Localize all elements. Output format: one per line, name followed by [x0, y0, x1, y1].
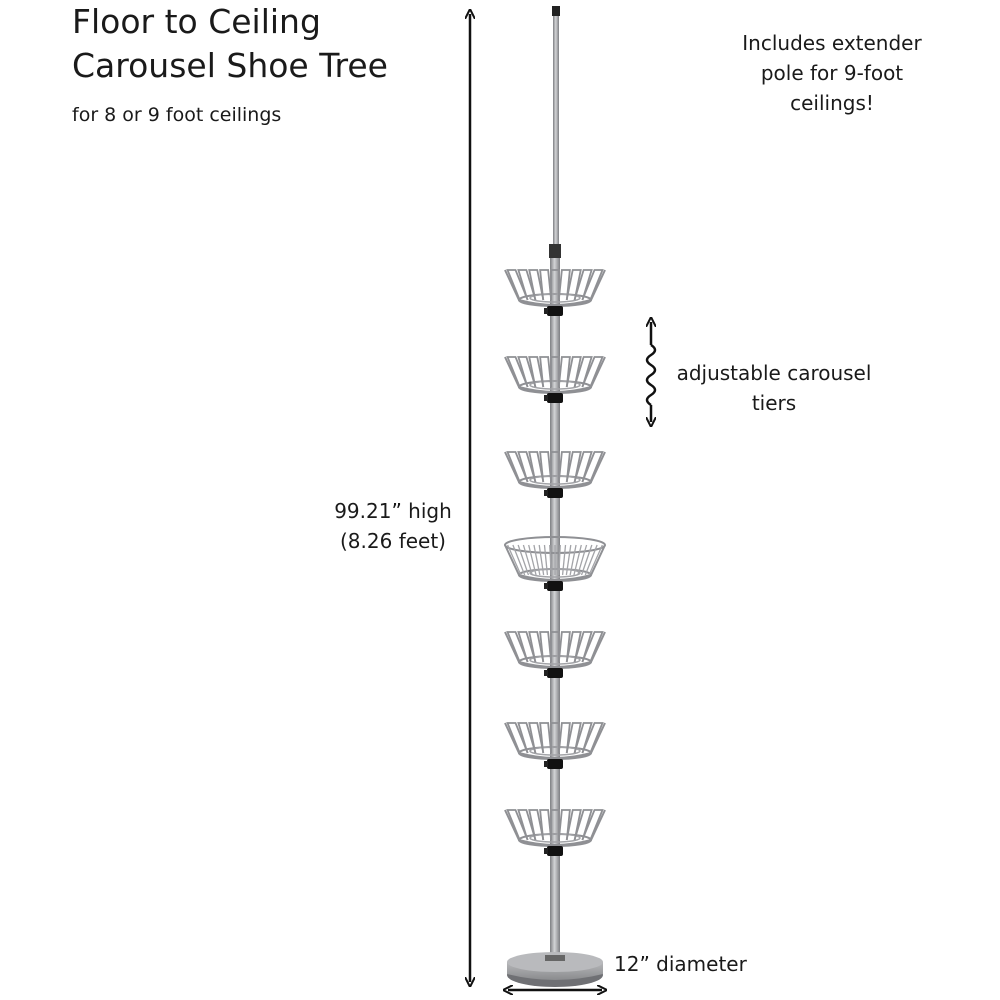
carousel-tier: [504, 809, 606, 856]
extender-note: Includes extender pole for 9-foot ceilin…: [742, 31, 922, 115]
pole: [549, 6, 561, 958]
adjustable-tiers-note: adjustable carousel tiers: [676, 361, 872, 415]
product-subtitle: for 8 or 9 foot ceilings: [72, 104, 282, 126]
carousel-tier: [504, 451, 606, 498]
carousel-tiers: [504, 269, 606, 856]
tier-knob: [547, 581, 563, 591]
carousel-tier: [504, 631, 606, 678]
base: [507, 952, 603, 987]
adjust-arrow: [645, 322, 657, 422]
tier-knob: [547, 668, 563, 678]
carousel-tier: [504, 356, 606, 403]
tier-knob: [547, 393, 563, 403]
diameter-dimension-label: 12” diameter: [614, 952, 747, 976]
carousel-tier: [504, 269, 606, 316]
product-title: Floor to Ceiling Carousel Shoe Tree: [72, 2, 388, 85]
carousel-tier: [504, 536, 606, 591]
height-dimension-label: 99.21” high (8.26 feet): [334, 499, 452, 553]
tier-knob: [547, 759, 563, 769]
tier-knob: [547, 488, 563, 498]
tier-knob: [547, 306, 563, 316]
tier-knob: [547, 846, 563, 856]
carousel-tier: [504, 722, 606, 769]
